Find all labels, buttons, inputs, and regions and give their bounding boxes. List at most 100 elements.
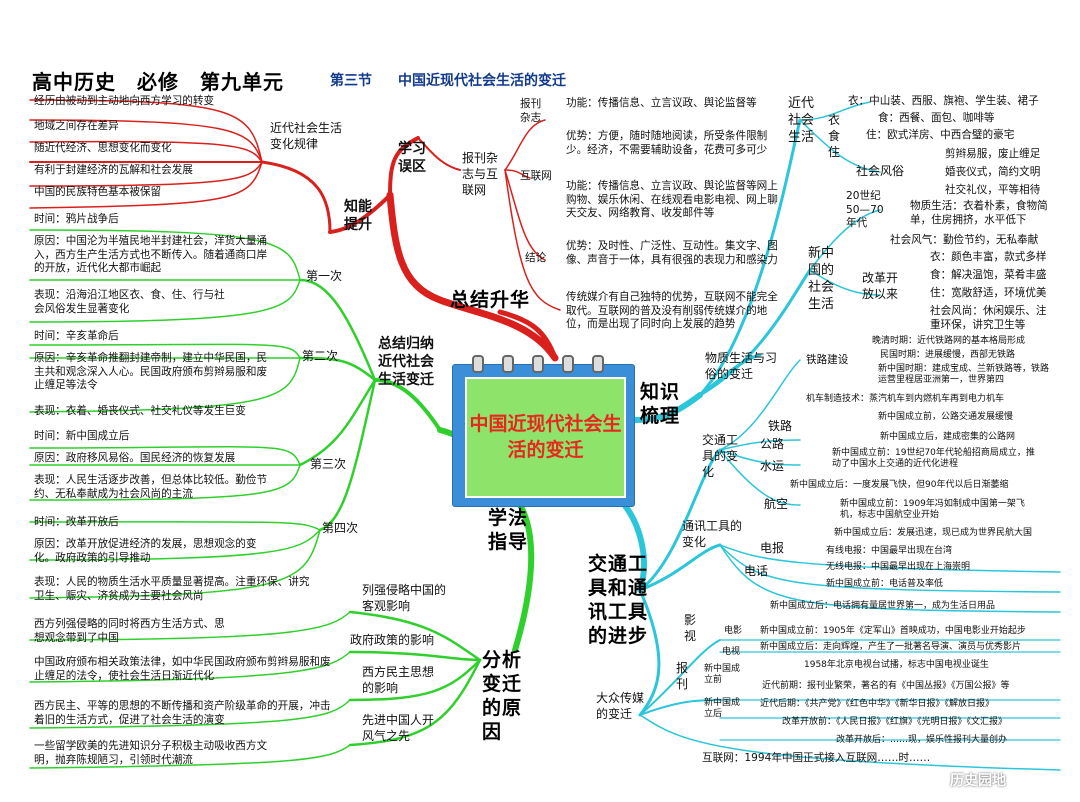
stage-item: 原因：改革开放促进经济的发展，思想观念的变化。政府政策的引导推动 (34, 538, 257, 564)
zhineng-item: 有利于封建经济的瓦解和社会发展 (34, 164, 193, 176)
ring-icon (592, 355, 604, 373)
node-baokan-hulianwang: 报刊杂志与互联网 (462, 151, 499, 197)
dianshi-item: 1958年北京电视台试播，标志中国电视业诞生 (804, 660, 989, 670)
node-dazhong: 大众传媒的变迁 (596, 691, 645, 721)
zongjie-item: 传统媒介有自己独特的优势，互联网不能完全取代。互联网的普及没有削弱传统媒介的地位… (566, 291, 778, 330)
zhineng-item: 随近代经济、思想变化而变化 (34, 142, 172, 154)
dianhua-item: 新中国成立前：电话普及率低 (826, 579, 944, 589)
node-fengsu: 社会风俗 (856, 164, 905, 178)
node-xzg-hou: 新中国成立后 (704, 698, 741, 719)
node-xuexi-wuqu: 学习误区 (398, 141, 426, 175)
baokan-item: 近代前期：报刊业繁荣，著名的有《中国丛报》《万国公报》等 (762, 681, 1010, 691)
node-jindai-shenghuo: 近代社会生活 (788, 96, 815, 145)
stage-item: 时间：辛亥革命后 (34, 330, 119, 342)
node-shuiyun: 水运 (760, 459, 785, 473)
branch-xuefa: 学法指导 (488, 507, 529, 553)
fenxi-text: 西方民主、平等的思想的不断传播和资产阶级革命的开展，冲击着旧的生活方式，促进了社… (34, 700, 331, 726)
node-gaige: 改革开放以来 (862, 271, 899, 301)
dianbao-item: 有线电报：中国最早出现在台湾 (826, 546, 953, 556)
zhineng-item: 经历由被动到主动地向西方学习的转变 (34, 95, 215, 107)
center-frame: 中国近现代社会生活的变迁 (452, 364, 635, 507)
stage-item: 时间：鸦片战争后 (34, 213, 119, 225)
dianying-item: 新中国成立后：走向辉煌，产生了一批著名导演、演员与优秀影片 (760, 642, 1022, 652)
fenxi-text: 西方列强侵略的同时将西方生活方式、思想观念带到了中国 (34, 618, 225, 644)
zongjie-item: 优势：方便，随时随地阅读，所受条件限制少。经济，不需要辅助设备，花费可多可少 (566, 130, 768, 156)
tielu-item: 机车制造技术：蒸汽机车到内燃机车再到电力机车 (806, 394, 1005, 404)
fenxi-text: 一些留学欧美的先进知识分子积极主动吸收西方文明，抛弃陈规陋习，引领时代潮流 (34, 740, 268, 766)
node-zhineng-sub: 近代社会生活变化规律 (270, 121, 343, 151)
fengsu-item: 社交礼仪，平等相待 (945, 184, 1041, 196)
branch-jiaotong: 交通工具和通讯工具的进步 (588, 553, 649, 647)
baokan-item: 改革开放前：《人民日报》《红旗》《光明日报》《文汇报》 (782, 717, 1008, 727)
ring-icon (472, 355, 484, 373)
stage-1: 第一次 (306, 269, 343, 283)
hangkong-item: 新中国成立前：1909年冯如制成中国第一架飞机，标志中国航空业开始 (840, 499, 1025, 520)
gaige-item: 衣：颜色丰富，款式多样 (930, 251, 1047, 263)
node-dianhua: 电话 (744, 564, 769, 578)
dianhua-item: 新中国成立后：电话拥有量居世界第一，成为生活日用品 (770, 601, 996, 611)
tielu-item: 民国时期：进展缓慢，西部无铁路 (880, 350, 1016, 360)
tielu-item: 新中国时期：建成宝成、兰新铁路等，铁路运营里程居亚洲第一，世界第四 (878, 364, 1050, 385)
node-tielu: 铁路 (768, 419, 793, 433)
stage-item: 时间：改革开放后 (34, 516, 119, 528)
center-title: 中国近现代社会生活的变迁 (469, 413, 622, 461)
fengsu-item: 剪辫易服，废止缠足 (945, 148, 1041, 160)
baokan-item: 近代后期：《共产党》《红色中华》《新华日报》《解放日报》 (760, 699, 995, 709)
header-section: 第三节 (330, 73, 372, 89)
gaige-item: 住：宽敞舒适，环境优美 (930, 287, 1047, 299)
branch-zhishi: 知识梳理 (640, 381, 681, 427)
ring-icon (502, 355, 514, 373)
shuiyun-item: 新中国成立后：一度发展飞快，但90年代以后日渐萎缩 (790, 480, 1009, 490)
zhineng-item: 地域之间存在差异 (34, 120, 119, 132)
fenxi-factor: 政府政策的影响 (350, 633, 435, 647)
node-jielun: 结论 (525, 252, 547, 264)
stage-item: 表现：沿海沿江地区衣、食、住、行与社会风俗发生显著变化 (34, 289, 225, 315)
node-gonglu: 公路 (760, 437, 785, 451)
baokan-item: 改革开放后：……现，娱乐性报刊大量创办 (836, 735, 1008, 745)
zhishi-item: 食：西餐、面包、咖啡等 (878, 112, 995, 124)
node-txgj: 通讯工具的变化 (682, 519, 743, 549)
node-xinzhongguo: 新中国的社会生活 (808, 246, 835, 312)
calendar-rings (452, 355, 635, 373)
node-jtgj: 交通工具的变化 (702, 433, 739, 479)
branch-zongjie: 总结升华 (450, 289, 531, 311)
fenxi-text: 中国政府颁布相关政策法律，如中华民国政府颁布剪辫易服和废止缠足的法令，使社会生活… (34, 656, 331, 682)
zhineng-item: 中国的民族特色基本被保留 (34, 186, 162, 198)
center-panel: 中国近现代社会生活的变迁 (465, 377, 626, 498)
gonglu-item: 新中国成立后，建成密集的公路网 (880, 432, 1016, 442)
gaige-item: 社会风尚：休闲娱乐、注重环保，讲究卫生等 (930, 305, 1047, 331)
node-wuzhi: 物质生活与习俗的变迁 (705, 351, 778, 381)
stage-item: 原因：政府移风易俗。国民经济的恢复发展 (34, 452, 236, 464)
stage-2: 第二次 (302, 349, 339, 363)
node-niandai: 20世纪50—70年代 (846, 190, 884, 229)
branch-zhineng: 知能提升 (344, 199, 372, 233)
zongjie-item: 功能：传播信息、立言议政、舆论监督等网上购物、娱乐休闲、在线观看电影电视、网上聊… (566, 180, 778, 219)
stage-3: 第三次 (310, 457, 347, 471)
node-baokan: 报刊 (676, 661, 689, 691)
node-baokan-zazhi: 报刊杂志 (520, 98, 542, 124)
node-xzg-qian: 新中国成立前 (704, 664, 741, 685)
node-dianying: 电影 (724, 626, 743, 636)
green-branches (29, 229, 535, 769)
hangkong-item: 新中国成立后：发展迅速，现已成为世界民航大国 (834, 528, 1033, 538)
zhishi-item: 社会风气：勤俭节约，无私奉献 (890, 234, 1039, 246)
stage-item: 原因：辛亥革命推翻封建帝制，建立中华民国，民主共和观念深入人心。民国政府颁布剪辫… (34, 352, 268, 391)
dianying-item: 新中国成立前：1905年《定军山》首映成功，中国电影业开始起步 (760, 626, 1026, 636)
ring-icon (562, 355, 574, 373)
stage-4: 第四次 (322, 521, 359, 535)
header-title: 高中历史 必修 第九单元 (32, 70, 284, 94)
fenxi-factor: 列强侵略中国的客观影响 (362, 583, 447, 613)
node-dianshi: 电视 (722, 647, 741, 657)
stage-item: 表现：衣着、婚丧仪式、社交礼仪等发生巨变 (34, 405, 246, 417)
node-yingshi: 影视 (684, 613, 697, 643)
ring-icon (532, 355, 544, 373)
cyan-branches (617, 101, 1061, 771)
shuiyun-item: 新中国成立前：19世纪70年代轮船招商局成立，推动了中国水上交通的近代化进程 (832, 448, 1035, 469)
node-tielu-jianshe: 铁路建设 (806, 354, 849, 366)
red-branches (29, 99, 561, 362)
fengsu-item: 婚丧仪式，简约文明 (945, 166, 1041, 178)
branch-fenxi: 分析变迁的原因 (482, 649, 523, 743)
zhishi-item: 物质生活：衣着朴素，食物简单，住房拥挤，水平低下 (910, 200, 1048, 226)
